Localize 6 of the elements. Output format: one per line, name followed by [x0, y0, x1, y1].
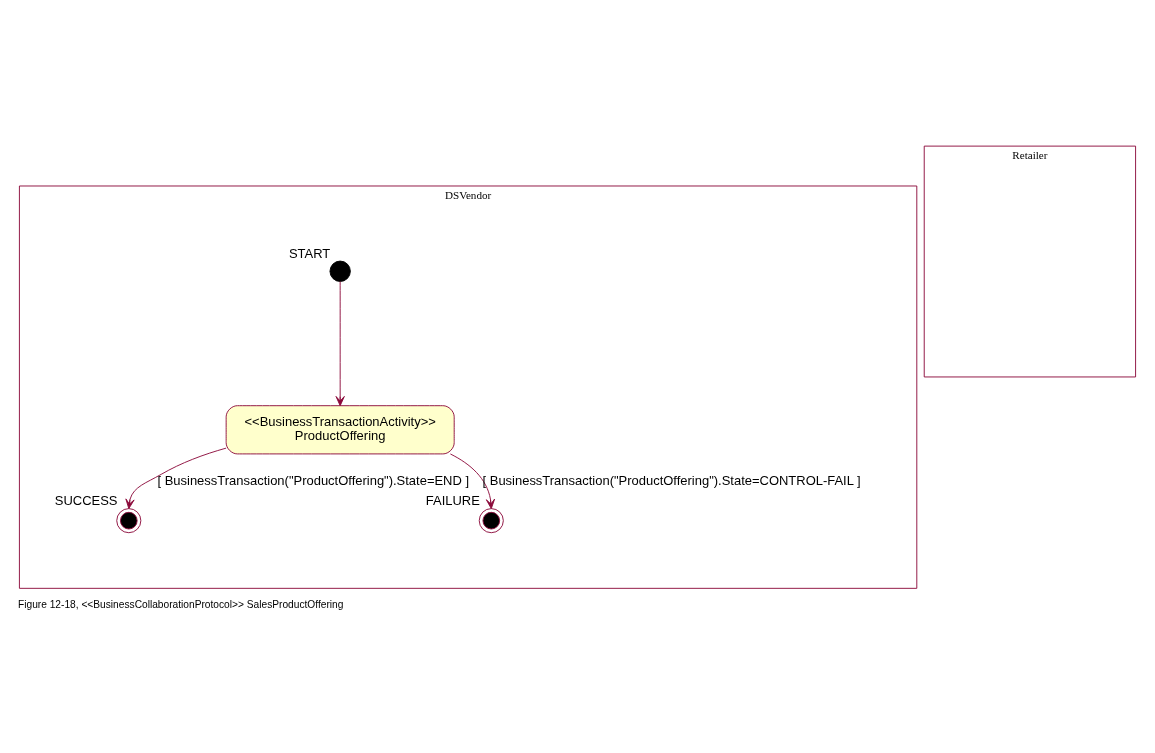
node-label: FAILURE — [425, 493, 480, 509]
caption: Figure 12-18, <<BusinessCollaborationProtocol>> SalesProductOffering — [17, 598, 344, 610]
edge-label: [ BusinessTransaction("ProductOffering").State=END ] — [157, 472, 470, 488]
edge-label: [ BusinessTransaction("ProductOffering").State=CONTROL-FAIL ] — [482, 472, 861, 488]
node-label: START — [288, 245, 331, 261]
node-label: SUCCESS — [54, 493, 118, 509]
